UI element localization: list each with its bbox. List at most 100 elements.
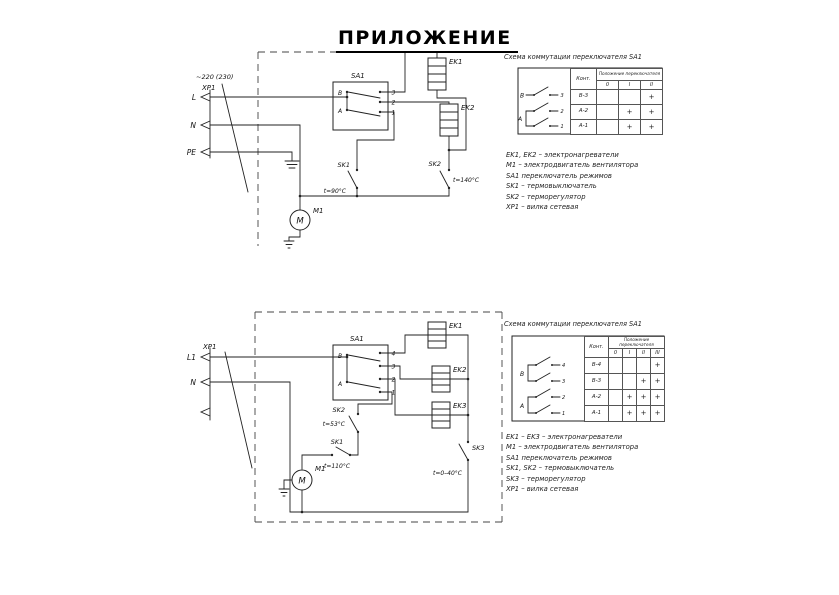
mark-cell: + bbox=[622, 405, 637, 422]
bottom-plug-xp1: XP1 L1 N bbox=[187, 343, 253, 469]
switch-contact-b-label: В bbox=[338, 90, 342, 97]
mini-pin-label: 2 bbox=[561, 109, 564, 115]
plug-label: XP1 bbox=[202, 343, 216, 351]
legend-line: SK2 – терморегулятор bbox=[506, 192, 586, 201]
heater-ek2-label: EK2 bbox=[453, 366, 467, 374]
position-cell: I bbox=[618, 80, 641, 90]
contact-cell: В-3 bbox=[570, 89, 597, 105]
mark-cell bbox=[596, 119, 619, 135]
position-cell: 0 bbox=[596, 80, 619, 90]
legend-line: EK1 – EK3 – электронагреватели bbox=[506, 433, 623, 441]
bottom-thermostat-sk3: SK3 t=0–40°C bbox=[433, 440, 485, 477]
bottom-switch-table: Конт. Положение переключателя 0 I II III… bbox=[584, 336, 666, 422]
plug-cord-line bbox=[224, 351, 253, 469]
top-switch-table: Конт. Положение переключателя 0 I II В-3… bbox=[570, 68, 663, 135]
mark-cell: + bbox=[649, 405, 666, 422]
mini-pin-label: 1 bbox=[562, 411, 565, 417]
top-switch-sa1: SA1 В А 3 2 1 bbox=[332, 72, 396, 131]
bottom-motor-m1: M M1 bbox=[291, 465, 326, 491]
supply-voltage-label: ~220 (230) bbox=[196, 73, 233, 81]
terminal-l1-label: L1 bbox=[187, 353, 196, 362]
mark-cell: + bbox=[649, 389, 666, 406]
position-cell: 0 bbox=[608, 348, 623, 358]
mark-cell bbox=[636, 357, 651, 374]
position-cell: II bbox=[640, 80, 663, 90]
top-thermal-switch-sk1: SK1 t=90°C bbox=[324, 161, 359, 195]
heater-ek1-label: EK1 bbox=[449, 322, 462, 330]
contacts-header-cell: Конт. bbox=[584, 336, 609, 358]
legend-line: SK1, SK2 – термовыключатель bbox=[506, 464, 615, 473]
sk2-label: SK2 bbox=[428, 160, 441, 168]
page-title: ПРИЛОЖЕНИЕ bbox=[336, 27, 518, 53]
switch-pin-label: 1 bbox=[392, 390, 396, 397]
mark-cell: + bbox=[636, 373, 651, 390]
legend-line: EK1, EK2 – электронагреватели bbox=[506, 151, 619, 159]
legend-line: M1 – электродвигатель вентилятора bbox=[506, 443, 639, 452]
mark-cell: + bbox=[622, 389, 637, 406]
top-motor-m1: M M1 bbox=[289, 207, 324, 231]
sk3-temp-label: t=0–40°C bbox=[433, 470, 463, 477]
bottom-heater-ek3: EK3 bbox=[431, 401, 466, 429]
contact-cell: В-4 bbox=[584, 357, 609, 374]
mini-pin-label: 1 bbox=[561, 124, 564, 130]
bottom-switch-sa1: SA1 В А 4 3 2 1 bbox=[332, 335, 396, 401]
contact-cell: А-2 bbox=[584, 389, 609, 406]
mark-cell bbox=[622, 357, 637, 374]
top-heater-ek1: EK1 bbox=[427, 57, 462, 91]
terminal-pe-label: PE bbox=[187, 148, 197, 157]
sk1-temp-label: t=90°C bbox=[324, 188, 347, 195]
legend-line: SA1 переключатель режимов bbox=[506, 171, 612, 180]
mini-pin-label: 3 bbox=[561, 93, 564, 99]
legend-line: XP1 – вилка сетевая bbox=[506, 485, 579, 494]
top-heater-ek2: EK2 bbox=[439, 103, 475, 137]
bottom-legend: EK1 – EK3 – электронагреватели M1 – элек… bbox=[506, 432, 638, 494]
position-cell: I bbox=[622, 348, 637, 358]
switch-pin-label: 4 bbox=[392, 351, 396, 358]
mini-pin-label: 4 bbox=[562, 363, 565, 369]
top-switch-table-title: Схема коммутации переключателя SA1 bbox=[504, 53, 642, 61]
mark-cell bbox=[596, 104, 619, 120]
legend-line: M1 – электродвигатель вентилятора bbox=[506, 161, 639, 170]
sk2-temp-label: t=140°C bbox=[453, 177, 480, 184]
switch-pin-label: 3 bbox=[392, 90, 396, 97]
legend-line: SA1 переключатель режимов bbox=[506, 453, 612, 462]
bottom-thermal-switch-sk2: SK2 t=53°C bbox=[323, 406, 360, 434]
mark-cell bbox=[622, 373, 637, 390]
mark-cell bbox=[608, 357, 623, 374]
legend-line: SK1 – термовыключатель bbox=[506, 182, 597, 191]
terminal-n-label: N bbox=[190, 121, 196, 130]
mini-pin-label: 2 bbox=[562, 395, 565, 401]
mark-cell bbox=[608, 373, 623, 390]
motor-label: M1 bbox=[313, 207, 324, 215]
bottom-thermal-switch-sk1: SK1 t=110°C bbox=[324, 438, 352, 470]
mark-cell bbox=[608, 405, 623, 422]
mark-cell: + bbox=[636, 389, 651, 406]
terminal-n-label: N bbox=[190, 378, 196, 387]
bottom-diagram: XP1 L1 N bbox=[187, 311, 665, 523]
motor-letter: M bbox=[296, 217, 304, 227]
switch-pin-label: 3 bbox=[392, 364, 396, 371]
legend-line: SK3 – терморегулятор bbox=[506, 474, 586, 483]
mini-contact-b-label: В bbox=[520, 371, 524, 378]
top-plug-xp1: ~220 (230) XP1 L N PE bbox=[187, 73, 249, 193]
mini-contact-b-label: В bbox=[520, 93, 524, 100]
mini-pin-label: 3 bbox=[562, 379, 565, 385]
switch-contact-b-label: В bbox=[338, 353, 342, 360]
mark-cell bbox=[618, 89, 641, 105]
sk3-label: SK3 bbox=[472, 444, 485, 452]
switch-label: SA1 bbox=[351, 72, 365, 80]
top-thermostat-sk2: SK2 t=140°C bbox=[428, 160, 480, 190]
switch-pin-label: 2 bbox=[392, 100, 396, 107]
heater-ek2-label: EK2 bbox=[461, 104, 475, 112]
positions-header-cell: Положение переключателя bbox=[596, 68, 663, 81]
contact-cell: А-1 bbox=[584, 405, 609, 422]
mini-contact-a-label: А bbox=[519, 403, 524, 410]
motor-letter: M bbox=[298, 477, 306, 487]
switch-pin-label: 1 bbox=[392, 110, 396, 117]
top-legend: EK1, EK2 – электронагреватели M1 – элект… bbox=[506, 150, 638, 212]
position-cell: III bbox=[649, 348, 666, 358]
mark-cell: + bbox=[636, 405, 651, 422]
mini-contact-a-label: А bbox=[517, 116, 522, 123]
mark-cell: + bbox=[640, 89, 663, 105]
